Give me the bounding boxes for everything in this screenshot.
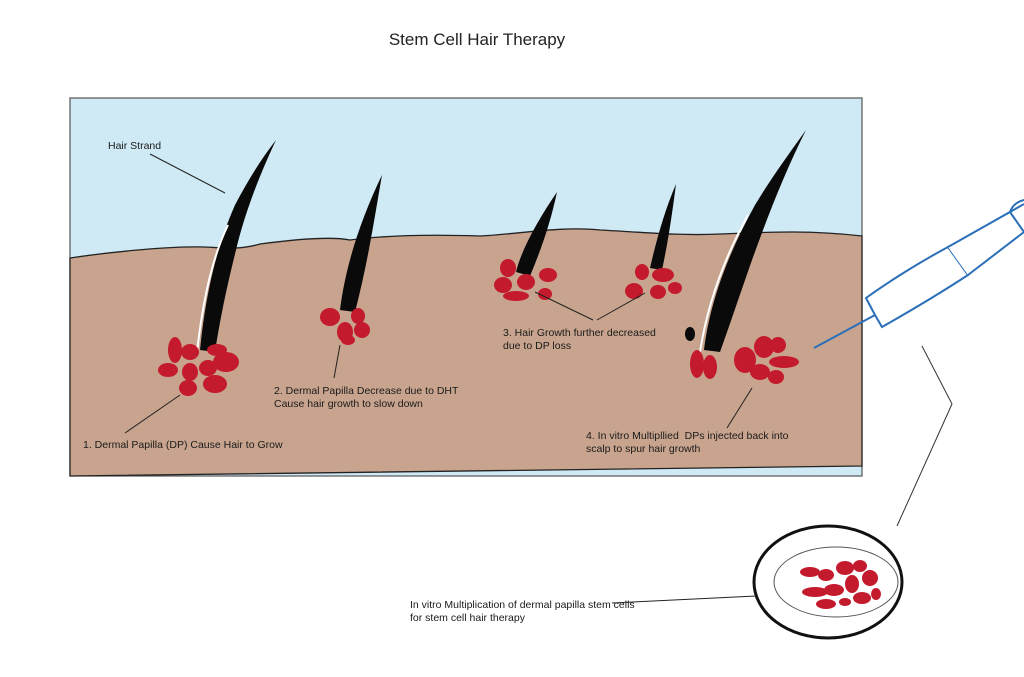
leader-step2 <box>333 344 341 379</box>
cultured-cells <box>800 560 881 609</box>
dermal-papilla-cluster-4 <box>625 264 682 299</box>
leader-lines <box>124 153 757 604</box>
hair-follicle-2 <box>340 175 382 312</box>
leader-step1 <box>124 394 181 434</box>
hair-follicle-3 <box>516 192 557 276</box>
leader-step4 <box>726 387 753 429</box>
hair-follicle-5 <box>685 130 806 353</box>
leader-step3a <box>534 291 594 321</box>
label-step1: 1. Dermal Papilla (DP) Cause Hair to Gro… <box>83 439 283 451</box>
syringe-icon <box>813 199 1024 349</box>
hair-follicle-1 <box>196 140 276 353</box>
leader-step3b <box>596 292 646 321</box>
leader-dish <box>611 595 757 604</box>
petri-dish <box>752 524 904 640</box>
leader-hair-strand <box>149 153 226 194</box>
dermal-papilla-cluster-1 <box>158 337 239 396</box>
dermal-papilla-cluster-2 <box>320 308 370 345</box>
label-dish-line2: for stem cell hair therapy <box>410 612 525 624</box>
label-dish-line1: In vitro Multiplication of dermal papill… <box>410 599 635 611</box>
label-step4-line2: scalp to spur hair growth <box>586 443 701 455</box>
label-step2-line1: 2. Dermal Papilla Decrease due to DHT <box>274 385 459 397</box>
syringe-to-dish-line <box>896 345 953 527</box>
hair-follicle-4 <box>650 184 676 270</box>
diagram-title: Stem Cell Hair Therapy <box>388 30 566 49</box>
label-step4-line1: 4. In vitro Multipllied DPs injected bac… <box>586 430 789 442</box>
label-step3-line2: due to DP loss <box>503 340 572 352</box>
label-step2-line2: Cause hair growth to slow down <box>274 398 423 410</box>
label-hair-strand: Hair Strand <box>108 140 162 152</box>
label-step3-line1: 3. Hair Growth further decreased <box>503 327 656 339</box>
dermal-papilla-cluster-3 <box>494 259 557 301</box>
dermal-papilla-cluster-5 <box>690 336 799 384</box>
